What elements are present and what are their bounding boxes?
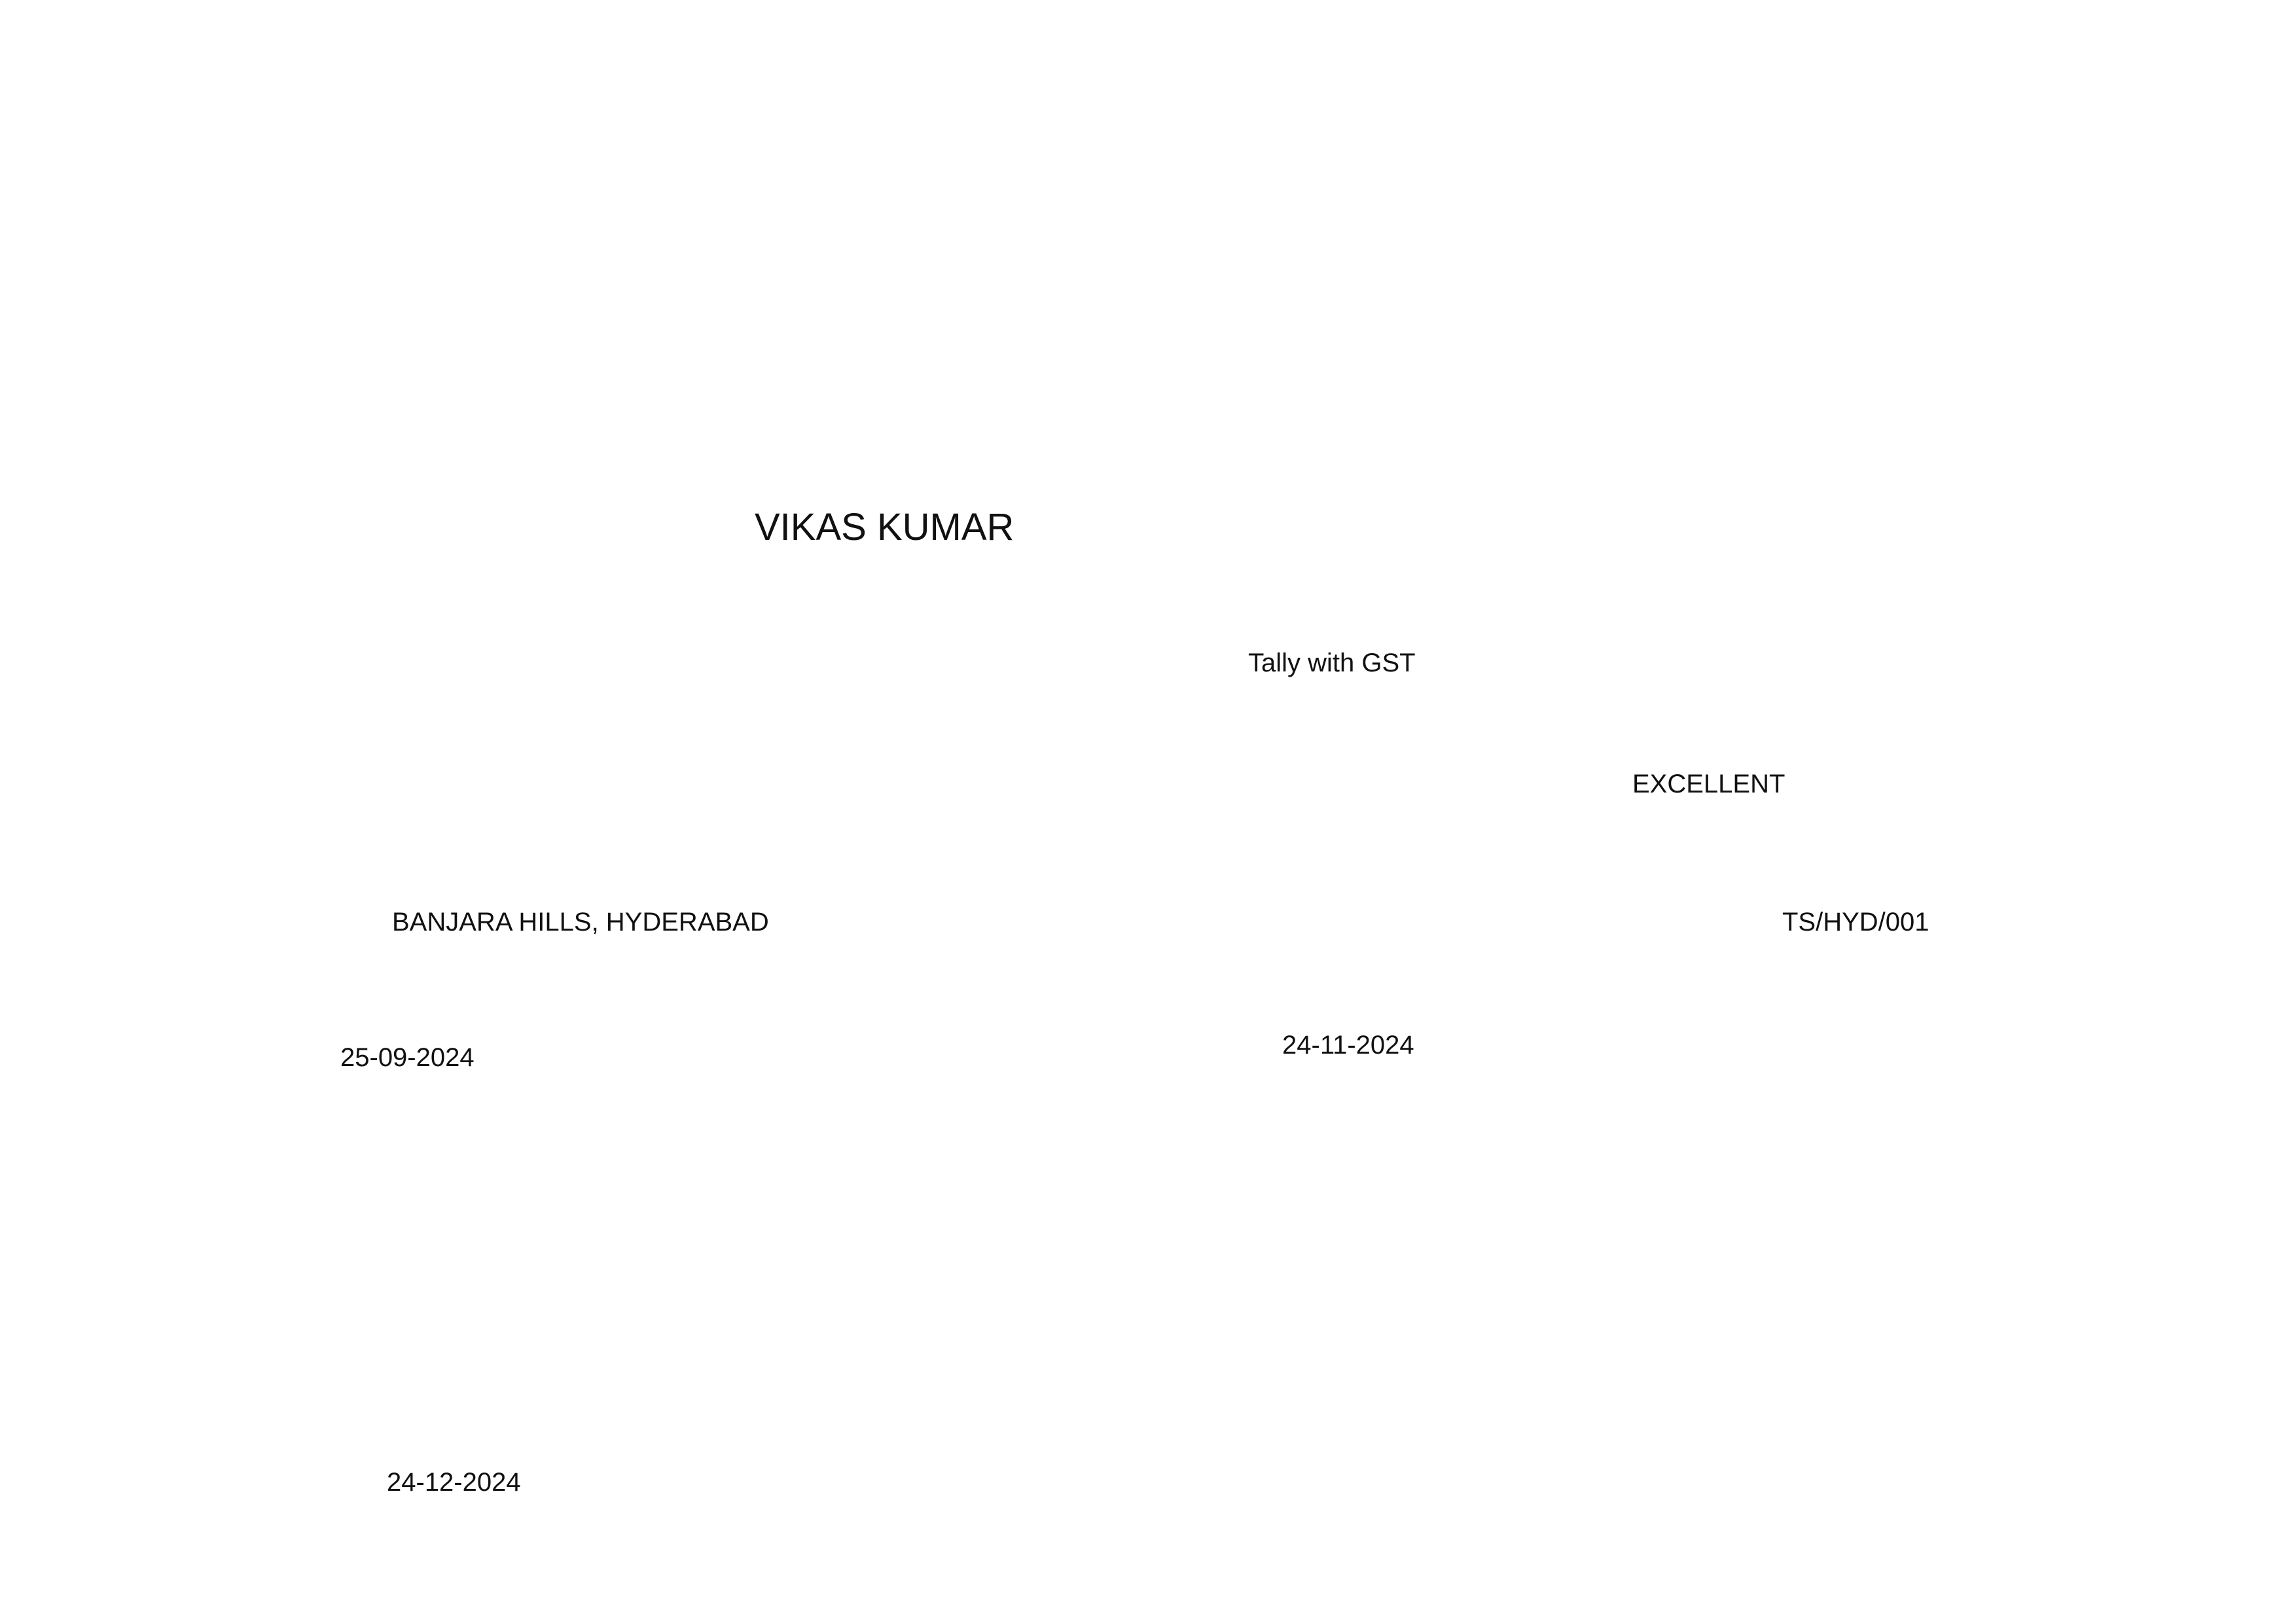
issue-date: 24-12-2024 — [387, 1468, 521, 1497]
centre-address: BANJARA HILLS, HYDERABAD — [392, 908, 769, 936]
course-name: Tally with GST — [1248, 649, 1416, 677]
end-date: 24-11-2024 — [1282, 1031, 1414, 1060]
grade: EXCELLENT — [1632, 770, 1785, 798]
centre-code: TS/HYD/001 — [1782, 908, 1929, 936]
start-date: 25-09-2024 — [340, 1043, 475, 1072]
student-name: VIKAS KUMAR — [755, 506, 1014, 548]
